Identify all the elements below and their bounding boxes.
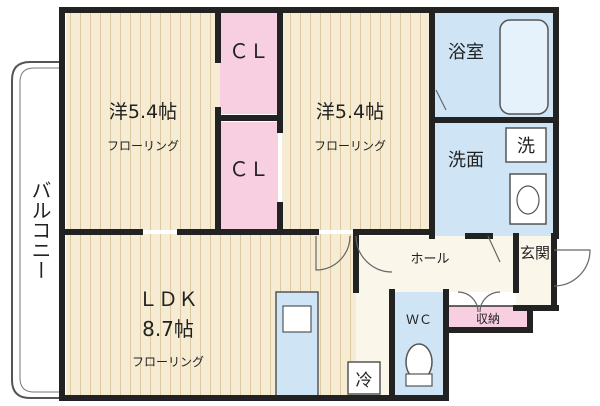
bathtub (499, 19, 549, 115)
basin-bowl (516, 185, 540, 215)
western-room-1-name: 洋5.4帖 (109, 101, 177, 123)
western-room-2-floor: フローリング (314, 139, 386, 153)
laundry-space (505, 127, 547, 163)
closet-1 (220, 12, 278, 114)
door-swings (315, 89, 591, 313)
laundry-label: 洗 (517, 136, 535, 157)
kitchen-sink (282, 305, 312, 333)
washbasin (509, 173, 547, 225)
hall (356, 236, 516, 292)
western-room-2-name: 洋5.4帖 (316, 101, 384, 123)
balcony-outline (11, 61, 62, 399)
ldk-floor: フローリング (132, 355, 204, 369)
closet-1-label: ＣＬ (229, 39, 269, 63)
western-room-1-floor: フローリング (107, 139, 179, 153)
bathroom-label: 浴室 (448, 42, 484, 63)
closet-2 (220, 122, 278, 230)
washroom-label: 洗面 (448, 150, 484, 171)
western-room-1 (66, 12, 220, 230)
hall-label: ホール (410, 252, 449, 267)
ldk-size: 8.7帖 (142, 317, 194, 341)
walls (59, 7, 559, 401)
closet-2-label: ＣＬ (229, 157, 269, 181)
fridge-space (347, 361, 381, 395)
toilet-tank (405, 373, 433, 387)
balcony-rail (19, 67, 62, 393)
entrance-label: 玄関 (520, 244, 550, 262)
balcony-label: バルコニー (28, 180, 52, 280)
ldk-name: ＬＤＫ (138, 287, 198, 311)
western-room-2 (282, 12, 430, 230)
fridge-label: 冷 (356, 371, 373, 391)
storage-label: 収納 (476, 312, 500, 326)
wc-label: ＷＣ (406, 313, 432, 328)
entrance (516, 236, 554, 308)
